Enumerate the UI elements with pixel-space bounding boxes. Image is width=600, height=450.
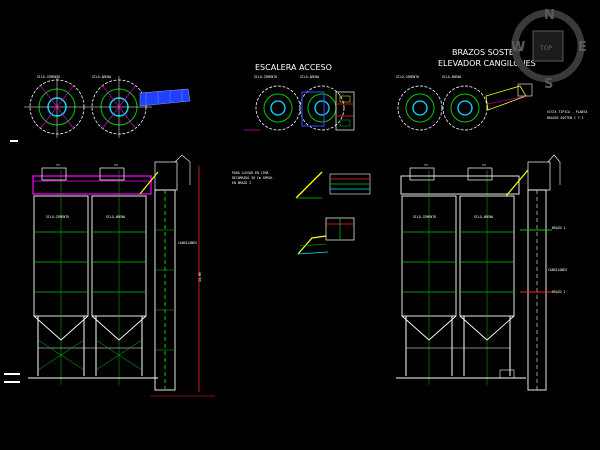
- stair-plan-frame: [301, 91, 325, 127]
- roof-mark: ><: [56, 163, 60, 167]
- stair-detail: [297, 235, 327, 255]
- legend-bar: [4, 373, 20, 375]
- compass-east-label: E: [578, 40, 587, 55]
- base-block: [499, 369, 515, 379]
- plan-view-arms-right: BRAZOS SOSTEN ELEVADOR CANGILONES SILO-C…: [396, 48, 587, 131]
- elevator-head: [527, 161, 551, 191]
- plan-label-silo-cemento: SILO-CEMENTO: [37, 75, 60, 79]
- elevator-head: [154, 161, 178, 191]
- plan-label-silo-arena: SILO-ARENA: [300, 75, 319, 79]
- stair-tower-plan: [335, 91, 355, 131]
- compass-north-label: N: [544, 8, 555, 23]
- viewcube-face[interactable]: [532, 30, 564, 62]
- silo-cone: [401, 315, 457, 341]
- note-plan-l1: VISTA TIPICA - PLANTA: [547, 110, 587, 114]
- elev-label-brazo1: BRAZO 1: [552, 226, 566, 230]
- leg-brace: [95, 339, 143, 371]
- plan-view-stair-center: ESCALERA ACCESO SILO-CEMENTO SILO-ARENA: [244, 63, 355, 131]
- title-arms-line2: ELEVADOR CANGILONES: [438, 59, 536, 68]
- roof-mark: ><: [424, 163, 428, 167]
- elevator-head-guard: [547, 154, 561, 185]
- stair-detail-base: [297, 251, 329, 255]
- roof-hatch: [467, 167, 493, 181]
- stair-landing: [339, 95, 351, 103]
- stair-detail-rail: [299, 243, 327, 247]
- plan-brace: [101, 84, 137, 130]
- plan-label-silo-arena: SILO-ARENA: [92, 75, 111, 79]
- elev-label-cangilones-right: CANGILONES: [548, 268, 567, 272]
- silo-plan-outline: [397, 85, 443, 131]
- viewcube-face-label: TOP: [539, 45, 552, 52]
- plan-label-silo-cemento: SILO-CEMENTO: [396, 75, 419, 79]
- roof-platform: [32, 175, 152, 195]
- plan-brace: [39, 84, 75, 130]
- elev-label-silo-cemento: SILO-CEMENTO: [46, 215, 69, 219]
- compass-west-label: W: [511, 40, 525, 55]
- silo-plan-ring: [307, 93, 337, 123]
- elev-label-brazo2: BRAZO 2: [552, 290, 566, 294]
- note-lower-l2: RECORRIDO 30 Cm APROX.: [232, 176, 274, 180]
- silo-plan-core: [270, 100, 286, 116]
- plan-label-silo-cemento: SILO-CEMENTO: [254, 75, 277, 79]
- elev-label-silo-arena: SILO-ARENA: [474, 215, 493, 219]
- dim-vertical-label: 14,00: [198, 272, 202, 282]
- silo-plan-core: [412, 100, 428, 116]
- elev-label-silo-arena: SILO-ARENA: [106, 215, 125, 219]
- plan-conveyor: [139, 88, 191, 107]
- elevation-left: >< >< 14,00 SILO-CEMENTO SILO-ARENA: [4, 154, 215, 397]
- roof-mark: ><: [114, 163, 118, 167]
- chute-right: [505, 169, 529, 197]
- note-lower-l1: PARA LLEGAR EN CIMA: [232, 171, 269, 175]
- leg-brace: [37, 339, 85, 371]
- roof-hatch: [99, 167, 125, 181]
- silo-plan-outline: [255, 85, 301, 131]
- plan-view-silos-left: SILO-CEMENTO SILO-ARENA: [10, 75, 191, 142]
- silo-plan-core: [457, 100, 473, 116]
- legend-bar: [4, 381, 20, 383]
- elevator-head-guard: [174, 154, 191, 185]
- silo-plan-ring: [263, 93, 293, 123]
- stair-details-middle: PARA LLEGAR EN CIMA RECORRIDO 30 Cm APRO…: [232, 171, 371, 255]
- elevation-right: >< >< SILO-CEMENTO SILO-ARENA BRAZO 1 CA…: [396, 154, 567, 391]
- silo-plan-ring: [450, 93, 480, 123]
- elev-label-cangilones: CANGILONES: [178, 241, 197, 245]
- stair-detail: [295, 171, 323, 199]
- silo-plan-core: [314, 100, 330, 116]
- title-arms-line1: BRAZOS SOSTEN: [452, 48, 520, 57]
- silo-cone: [33, 315, 89, 341]
- roof-mark: ><: [482, 163, 486, 167]
- viewcube-widget[interactable]: TOP N S W E: [511, 8, 587, 92]
- note-lower-l3: EN BRAZO 2: [232, 181, 251, 185]
- roof-platform: [400, 175, 520, 195]
- plan-label-silo-arena: SILO-ARENA: [442, 75, 461, 79]
- plan-marker: [10, 140, 18, 142]
- elev-label-silo-cemento: SILO-CEMENTO: [413, 215, 436, 219]
- compass-ring[interactable]: [511, 9, 585, 83]
- silo-plan-outline: [442, 85, 488, 131]
- compass-south-label: S: [544, 77, 553, 92]
- stair-landing: [339, 119, 351, 127]
- silo-plan-ring: [405, 93, 435, 123]
- title-stair: ESCALERA ACCESO: [255, 63, 332, 72]
- roof-hatch: [409, 167, 435, 181]
- roof-hatch: [41, 167, 67, 181]
- silo-plan-outline: [299, 85, 345, 131]
- chute-left: [139, 171, 159, 195]
- arm-plan: [485, 85, 527, 111]
- arm-plan-brace: [487, 95, 527, 105]
- note-plan-l2: BRAZOS SOSTEN 1 Y 2: [547, 116, 584, 120]
- silo-cone: [459, 315, 515, 341]
- silo-cone: [91, 315, 147, 341]
